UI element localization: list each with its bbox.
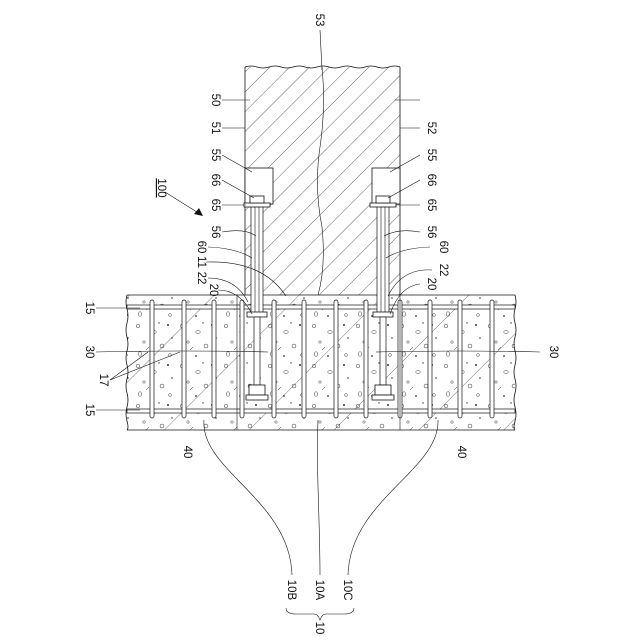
label-51: 51 [209, 122, 221, 135]
label-10C: 10C [341, 579, 353, 600]
label-30-left: 30 [83, 346, 95, 359]
label-56-left: 56 [209, 226, 221, 239]
label-53: 53 [313, 14, 325, 27]
label-60-left: 60 [195, 241, 207, 254]
label-11: 11 [195, 256, 207, 268]
label-30-right: 30 [547, 346, 559, 359]
label-22-right: 22 [437, 264, 449, 277]
label-20-left: 20 [207, 284, 219, 297]
label-55-left: 55 [209, 149, 221, 162]
label-20-right: 20 [425, 278, 437, 291]
label-65-left: 65 [209, 199, 221, 212]
label-10A: 10A [313, 580, 325, 601]
label-40-right: 40 [455, 446, 467, 459]
label-56-right: 56 [425, 226, 437, 239]
label-10: 10 [313, 622, 325, 635]
label-22-left: 22 [195, 272, 207, 285]
label-10B: 10B [285, 580, 297, 601]
label-55-right: 55 [425, 149, 437, 162]
label-50: 50 [209, 94, 221, 107]
label-65-right: 65 [425, 199, 437, 212]
label-60-right: 60 [437, 241, 449, 254]
concrete-slab-10 [126, 295, 516, 430]
label-100: 100 [155, 178, 167, 197]
label-15-top: 15 [83, 302, 95, 315]
label-52: 52 [425, 122, 437, 135]
label-40-left: 40 [181, 446, 193, 459]
label-66-right: 66 [425, 174, 437, 187]
label-17: 17 [97, 374, 109, 387]
label-66-left: 66 [209, 174, 221, 187]
label-15-bottom: 15 [83, 404, 95, 417]
